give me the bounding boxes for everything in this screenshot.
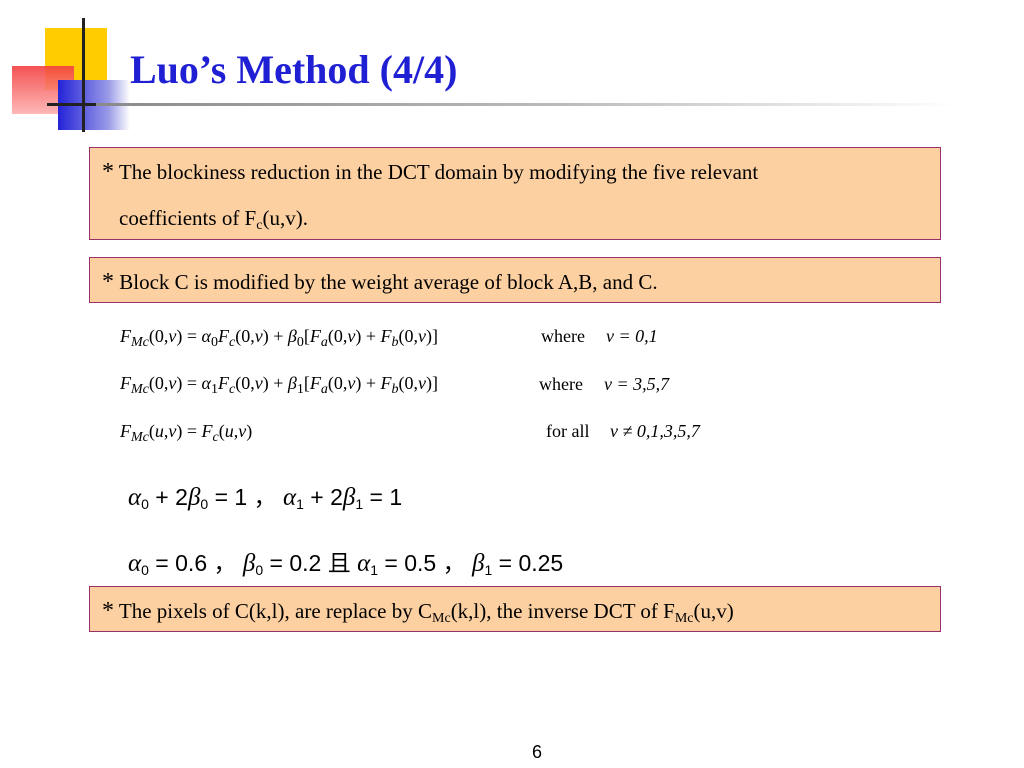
subscript-mc: Mc — [432, 611, 451, 626]
separator: ， — [442, 550, 466, 576]
separator: ， — [213, 550, 237, 576]
equation-2-where: where — [539, 374, 583, 394]
equation-1: FMc(0,v) = α0Fc(0,v) + β0[Fa(0,v) + Fb(0… — [120, 326, 438, 350]
title-underline — [96, 103, 956, 106]
bullet-text: Block C is modified by the weight averag… — [119, 270, 658, 294]
bullet-text-pre: The pixels of C(k,l), are replace by C — [118, 599, 433, 623]
parameter-values: α0 = 0.6 ， β0 = 0.2 且 α1 = 0.5 ， β1 = 0.… — [128, 550, 564, 578]
page-number: 6 — [532, 742, 543, 762]
bullet-text-line2-pre: coefficients of F — [119, 206, 257, 230]
decor-horizontal-line — [47, 103, 127, 106]
bullet-box-inverse-dct: * The pixels of C(k,l), are replace by C… — [89, 586, 941, 632]
equation-2: FMc(0,v) = α1Fc(0,v) + β1[Fa(0,v) + Fb(0… — [120, 373, 438, 397]
bullet-box-dct-reduction: * The blockiness reduction in the DCT do… — [89, 147, 941, 240]
slide-title: Luo’s Method (4/4) — [130, 47, 458, 92]
constraint-equation: α0 + 2β0 = 1 ， α1 + 2β1 = 1 — [128, 484, 403, 512]
separator: ， — [253, 484, 277, 510]
equation-1-condition: v = 0,1 — [606, 326, 658, 346]
subscript-mc: Mc — [674, 611, 694, 626]
equation-2-condition: v = 3,5,7 — [604, 374, 670, 394]
equation-3-condition: v ≠ 0,1,3,5,7 — [610, 421, 700, 441]
bullet-marker: * — [102, 598, 114, 624]
bullet-marker: * — [102, 269, 114, 295]
bullet-text-line2: coefficients of Fc(u,v). — [102, 206, 940, 233]
equation-3-where: for all — [546, 421, 590, 441]
bullet-text-post: (u,v) — [693, 599, 734, 623]
bullet-text-line2-post: (u,v). — [262, 206, 308, 230]
bullet-text-mid: (k,l), the inverse DCT of F — [450, 599, 675, 623]
equation-1-where: where — [541, 326, 585, 346]
and-char: 且 — [327, 550, 351, 576]
decor-vertical-line — [82, 18, 85, 132]
bullet-text-line1: The blockiness reduction in the DCT doma… — [118, 160, 759, 184]
equation-3: FMc(u,v) = Fc(u,v) — [120, 421, 253, 445]
bullet-box-weight-average: * Block C is modified by the weight aver… — [89, 257, 941, 303]
bullet-marker: * — [102, 159, 114, 185]
subscript-c: c — [256, 218, 263, 233]
